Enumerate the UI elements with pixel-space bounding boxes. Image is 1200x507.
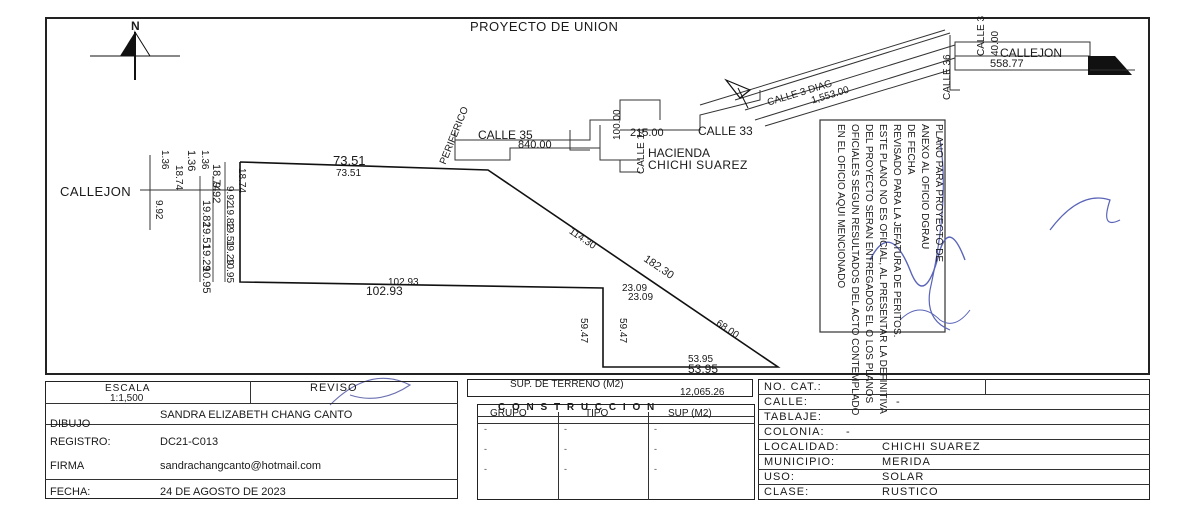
row-dash: - <box>484 424 487 434</box>
uso-value: SOLAR <box>882 471 925 483</box>
lot-boundary <box>239 161 781 368</box>
sup-label: SUP. DE TERRENO (M2) <box>510 379 624 390</box>
reviso-label: REVISO <box>310 382 358 394</box>
dim-left-g2: 10.95 <box>200 266 212 294</box>
drawing-title: PROYECTO DE UNION <box>470 19 619 34</box>
north-label: N <box>131 19 140 33</box>
firma-value: sandrachangcanto@hotmail.com <box>160 460 321 472</box>
dim-left-c: 9.92 <box>224 186 235 206</box>
calle-21-dim: 100.00 <box>612 109 623 140</box>
clase-value: RUSTICO <box>882 486 939 498</box>
label-calle-14: CALLE 14 <box>636 128 647 174</box>
dim-left-a2: 1.36 <box>185 150 197 172</box>
col-sup: SUP (M2) <box>668 408 712 419</box>
tablaje-label: TABLAJE: <box>764 411 822 423</box>
stamp-line-5: ESTE PLANO NO ES OFICIAL, AL PRESENTAR L… <box>877 124 888 414</box>
dim-vert-outer: 59.47 <box>578 318 589 344</box>
uso-label: USO: <box>764 471 795 483</box>
label-callejon-left: CALLEJON <box>60 184 132 199</box>
col-grupo: GRUPO <box>490 408 527 419</box>
col-tipo: TIPO <box>585 408 609 419</box>
registro-label: REGISTRO: <box>50 436 111 448</box>
registro-value: DC21-C013 <box>160 436 219 448</box>
callejon-right-dim: 558.77 <box>990 58 1024 70</box>
stamp-line-6: DEL PROYECTO SERAN ENTREGADOS EL O LOS P… <box>863 124 874 404</box>
dim-left-a: 1.36 <box>199 150 210 170</box>
colonia-label: COLONIA: <box>764 426 825 438</box>
row-dash: - <box>654 424 657 434</box>
label-calle-35: CALLE 35 <box>478 128 533 142</box>
stamp-line-4: REVISADO PARA LA JEFATURA DE PERITOS. <box>891 124 902 338</box>
dim-vert-inner: 59.47 <box>617 318 628 344</box>
firma-label: FIRMA <box>50 460 85 472</box>
dim-bottom-inner: 102.93 <box>388 277 419 288</box>
localidad-label: LOCALIDAD: <box>764 441 840 453</box>
construccion-label: C O N S T R U C C I O N <box>498 402 657 413</box>
colonia-value: - <box>846 426 850 438</box>
label-callejon-right: CALLEJON <box>1000 46 1063 60</box>
dibujo-value: SANDRA ELIZABETH CHANG CANTO <box>160 409 353 421</box>
stamp-line-3: DE FECHA <box>905 124 916 175</box>
row-dash: - <box>564 444 567 454</box>
sup-value: 12,065.26 <box>680 387 725 398</box>
calle-33-dim: 215.00 <box>630 127 664 139</box>
fecha-value: 24 DE AGOSTO DE 2023 <box>160 486 286 498</box>
stamp-line-1: PLANO PARA PROYECTO DE <box>933 124 944 263</box>
callejon-left-dim3: 1.36 <box>159 150 170 170</box>
construccion-table <box>477 404 755 500</box>
drawing-frame <box>45 17 1150 375</box>
dim-left-b: 18.74 <box>236 168 247 194</box>
label-chichi: CHICHI SUAREZ <box>648 158 748 172</box>
label-calle-33: CALLE 33 <box>698 124 753 138</box>
callejon-left-dim: 9.92 <box>153 200 164 220</box>
no-cat-label: NO. CAT.: <box>764 381 822 393</box>
fecha-label: FECHA: <box>50 486 91 498</box>
callejon-left-dim2: 18.74 <box>173 165 184 191</box>
municipio-label: MUNICIPIO: <box>764 456 836 468</box>
escala-label: ESCALA <box>105 383 151 394</box>
dibujo-label: DIBUJO <box>50 418 91 430</box>
dim-base-inner: 53.95 <box>688 354 714 365</box>
title-block <box>45 381 458 499</box>
calle-label: CALLE: <box>764 396 808 408</box>
dim-top-outer: 73.51 <box>333 153 366 168</box>
calle-top-right-dim: 40.00 <box>990 30 1001 56</box>
row-dash: - <box>654 444 657 454</box>
escala-value: 1:1,500 <box>110 393 144 404</box>
row-dash: - <box>654 464 657 474</box>
label-calle-top-right: CALLE 3 <box>976 15 987 56</box>
row-dash: - <box>564 424 567 434</box>
calle-value: - <box>896 396 900 408</box>
dim-step-outer: 23.09 <box>628 292 654 303</box>
dim-step-inner: 23.09 <box>622 283 648 294</box>
dim-base-outer: 53.95 <box>688 362 719 376</box>
stamp-line-7: OFICIALES SEGUN RESULTADOS DEL ACTO CONT… <box>849 124 860 416</box>
dim-bottom-outer: 102.93 <box>366 284 403 298</box>
dim-left-g: 10.95 <box>224 258 235 284</box>
row-dash: - <box>484 444 487 454</box>
stamp-line-2: ANEXO AL OFICIO DGRAU <box>919 124 930 250</box>
dim-top-inner: 73.51 <box>336 168 362 179</box>
calle-35-dim: 840.00 <box>518 139 552 151</box>
row-dash: - <box>564 464 567 474</box>
row-dash: - <box>484 464 487 474</box>
clase-label: CLASE: <box>764 486 810 498</box>
stamp-line-8: EN EL OFICIO AQUI MENCIONADO <box>835 124 846 289</box>
north-arrow-icon <box>90 20 180 90</box>
approval-stamp: PLANO PARA PROYECTO DE ANEXO AL OFICIO D… <box>824 124 944 415</box>
municipio-value: MERIDA <box>882 456 931 468</box>
label-hacienda: HACIENDA <box>648 146 711 160</box>
localidad-value: CHICHI SUAREZ <box>882 441 981 453</box>
sup-terreno-box <box>467 379 753 397</box>
label-calle-36: CALLE 36 <box>942 54 953 100</box>
